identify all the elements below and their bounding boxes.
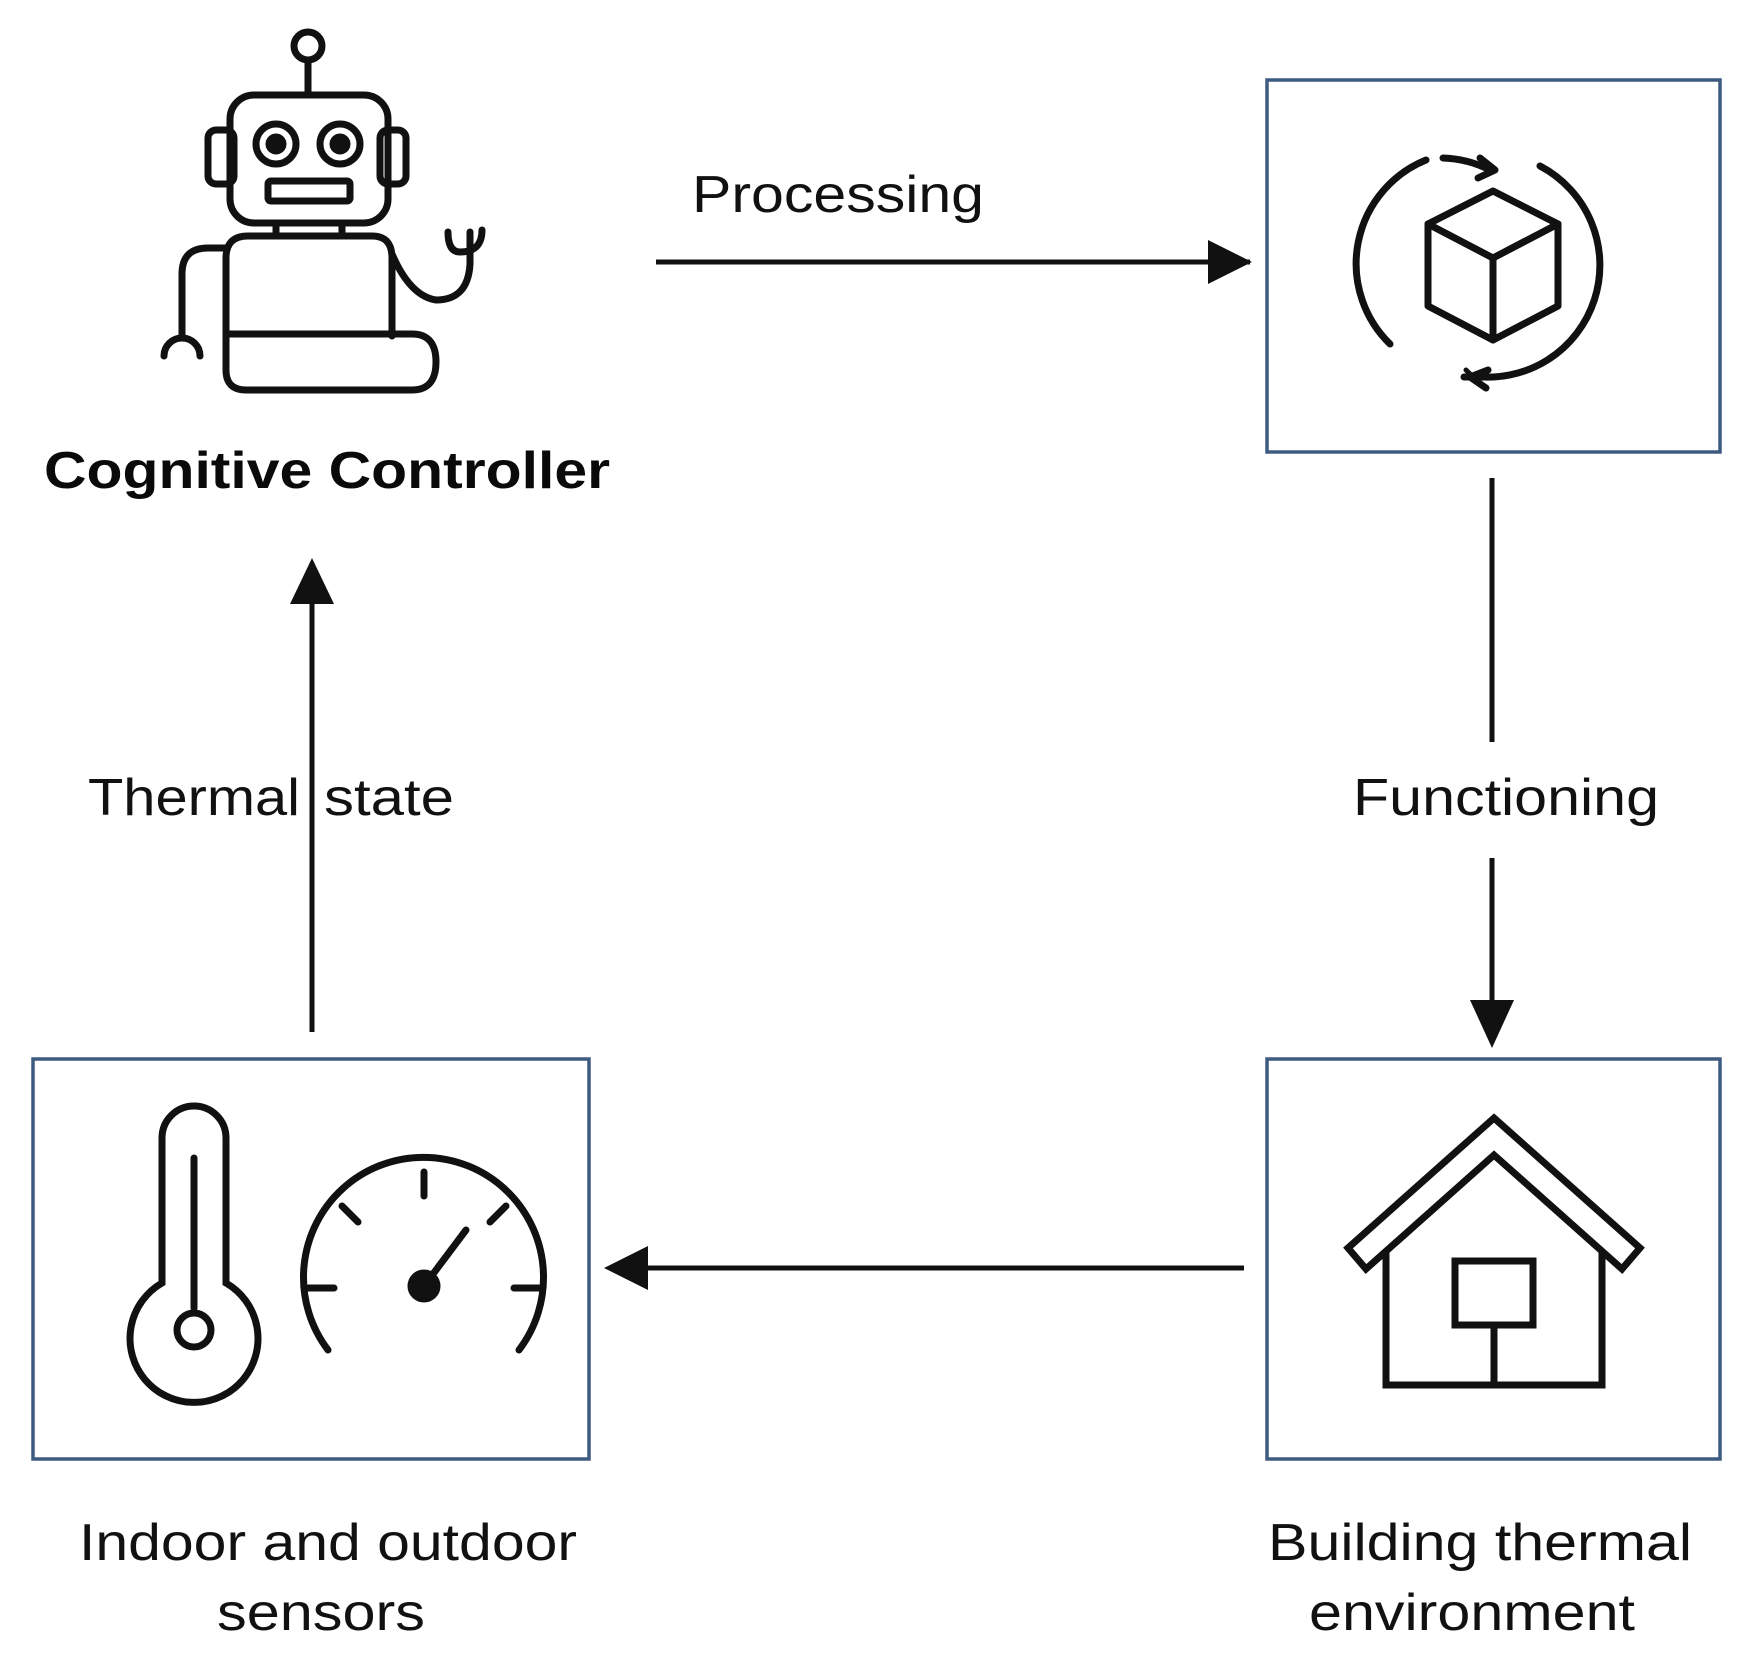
sensors-label-line-2: sensors — [217, 1584, 425, 1642]
processing-arrowhead — [1208, 240, 1252, 284]
sensors-node: Indoor and outdoor sensors — [31, 1057, 591, 1642]
thermal-state-arrowhead — [290, 558, 334, 604]
house-icon — [1343, 1113, 1645, 1389]
robot-icon — [160, 28, 486, 394]
functioning-edge: Functioning — [1353, 478, 1659, 1048]
functioning-arrowhead — [1470, 1000, 1514, 1048]
cognitive-controller-node: Cognitive Controller — [44, 28, 610, 500]
building-environment-label-line-2: environment — [1309, 1584, 1636, 1642]
cognitive-controller-label: Cognitive Controller — [44, 442, 610, 500]
building-environment-label-line-1: Building thermal — [1268, 1514, 1692, 1572]
thermometer-icon — [126, 1102, 262, 1406]
functioning-label: Functioning — [1353, 769, 1659, 827]
thermal-state-label-part-1: Thermal — [88, 769, 300, 827]
gauge-icon — [300, 1153, 547, 1354]
feedback-edge — [604, 1246, 1244, 1290]
processing-label: Processing — [692, 166, 984, 224]
sensors-label-line-1: Indoor and outdoor — [79, 1514, 577, 1572]
building-environment-node: Building thermal environment — [1265, 1057, 1722, 1642]
cube-cycle-icon — [1352, 154, 1604, 392]
processing-edge: Processing — [656, 166, 1252, 284]
sensors-box — [31, 1057, 591, 1461]
processing-unit-node — [1265, 78, 1722, 454]
feedback-arrowhead — [604, 1246, 648, 1290]
thermal-state-edge: Thermal state — [88, 558, 454, 1032]
thermal-state-label-part-2: state — [324, 769, 454, 827]
